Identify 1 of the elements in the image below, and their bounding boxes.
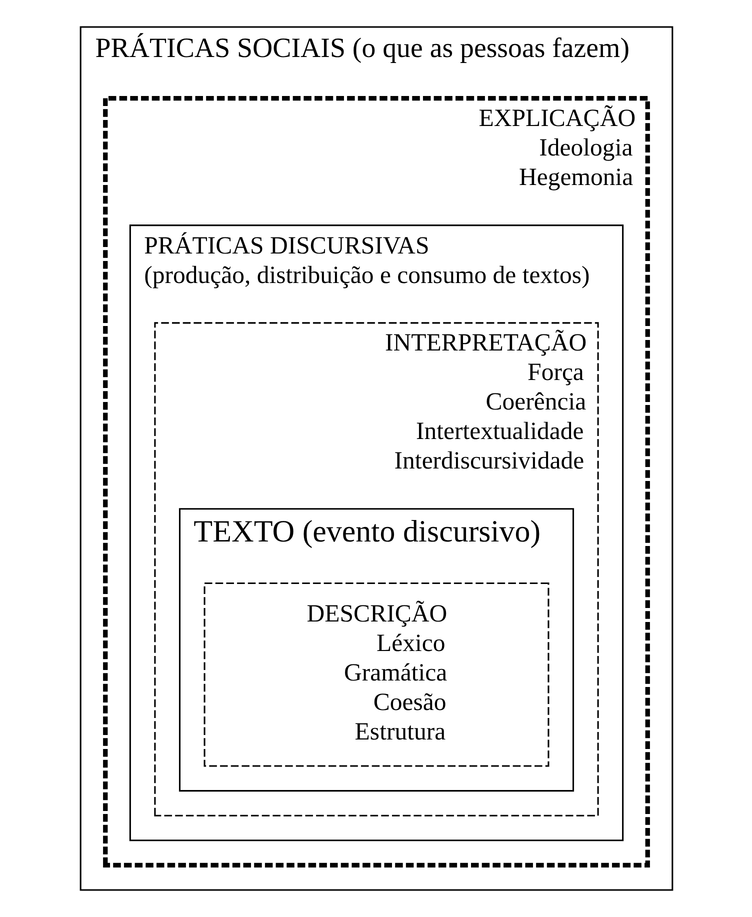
node-box: DESCRIÇÃO Léxico Gramática Coesão Estrutura xyxy=(203,582,549,767)
